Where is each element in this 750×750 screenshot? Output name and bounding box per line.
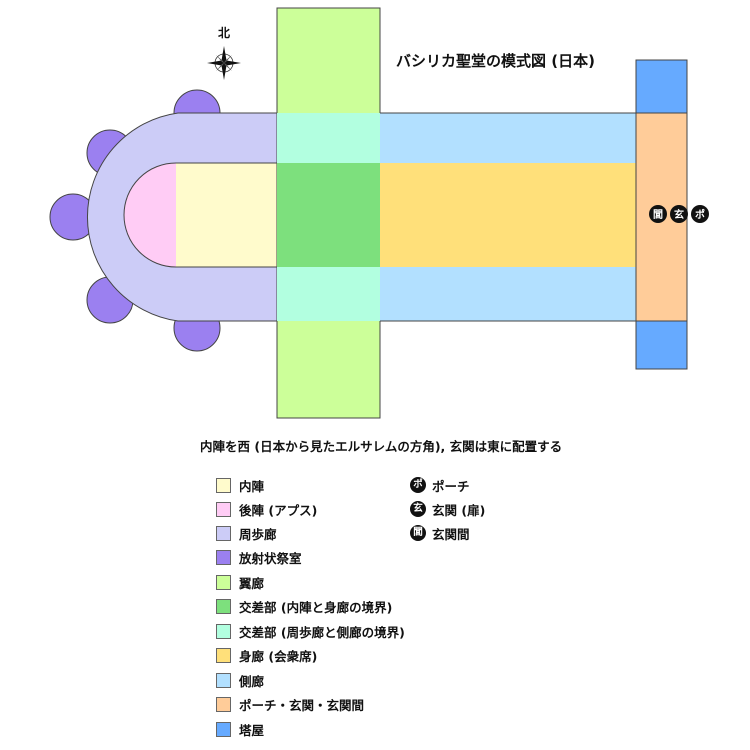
badge-porch: ポ [695, 208, 705, 221]
legend-label: 塔屋 [239, 722, 265, 738]
orientation-note: 内陣を西 (日本から見たエルサレムの方角), 玄関は東に配置する [200, 439, 563, 454]
legend-item: 交差部 (周歩廊と側廊の境界) [216, 622, 405, 640]
basilica-plan: 閭 玄 ポ 北 [49, 7, 709, 419]
legend-label: 周歩廊 [239, 526, 277, 542]
badge-legend-item: 閭 玄関間 [410, 524, 470, 542]
nave [380, 163, 636, 267]
legend-swatch [216, 477, 231, 493]
badge-vestibule-icon: 閭 [410, 525, 426, 541]
legend-swatch [216, 501, 231, 517]
crossing-aisle-north [277, 113, 380, 163]
apse-outline [123, 162, 277, 268]
badge-legend-item: 玄 玄関 (扉) [410, 500, 485, 518]
legend-label: 交差部 (周歩廊と側廊の境界) [239, 624, 405, 640]
plan-badges: 閭 玄 ポ [649, 205, 709, 223]
legend-label: 放射状祭室 [239, 550, 302, 566]
legend-item: 後陣 (アプス) [216, 500, 317, 518]
tower-south [635, 320, 688, 370]
crossing-nave [277, 163, 380, 267]
legend-item: 塔屋 [216, 720, 264, 738]
legend-label: 交差部 (内陣と身廊の境界) [239, 599, 393, 615]
tower-north [635, 59, 688, 114]
crossing-aisle-south [277, 267, 380, 321]
aisle-south [380, 267, 636, 321]
badge-legend-item: ポ ポーチ [410, 476, 470, 494]
legend-label: 翼廊 [239, 575, 265, 591]
legend-swatch [216, 598, 231, 614]
badge-vestibule: 閭 [653, 209, 663, 221]
legend-item: 周歩廊 [216, 524, 277, 542]
legend-item: 側廊 [216, 671, 264, 689]
legend-item: 放射状祭室 [216, 548, 302, 566]
legend-swatch [216, 549, 231, 565]
compass-rose-icon: 北 [207, 25, 241, 80]
legend-label: ポーチ・玄関・玄関間 [239, 697, 365, 713]
badge-legend-label: 玄関 (扉) [432, 502, 486, 518]
legend-swatch [216, 623, 231, 639]
legend-swatch [216, 721, 231, 737]
legend-item: 内陣 [216, 476, 264, 494]
diagram-title: バシリカ聖堂の模式図 (日本) [396, 52, 595, 70]
compass-north-label: 北 [218, 25, 230, 40]
legend-item: 翼廊 [216, 573, 264, 591]
badge-entrance: 玄 [674, 208, 684, 221]
legend-swatch [216, 525, 231, 541]
legend-label: 身廊 (会衆席) [239, 648, 318, 664]
legend-item: ポーチ・玄関・玄関間 [216, 695, 364, 713]
legend-swatch [216, 696, 231, 712]
legend-label: 後陣 (アプス) [239, 502, 318, 518]
legend-swatch [216, 672, 231, 688]
nave-outline [380, 112, 636, 322]
aisle-north [380, 113, 636, 163]
legend-label: 内陣 [239, 478, 265, 494]
legend-swatch [216, 574, 231, 590]
legend-swatch [216, 647, 231, 663]
badge-legend-label: 玄関間 [432, 526, 470, 542]
sanctuary [176, 163, 277, 267]
legend-label: 側廊 [239, 673, 265, 689]
apse [124, 163, 176, 267]
badge-porch-icon: ポ [410, 477, 426, 493]
legend-item: 身廊 (会衆席) [216, 646, 317, 664]
badge-entrance-icon: 玄 [410, 501, 426, 517]
legend-item: 交差部 (内陣と身廊の境界) [216, 597, 392, 615]
badge-legend-label: ポーチ [432, 478, 470, 494]
